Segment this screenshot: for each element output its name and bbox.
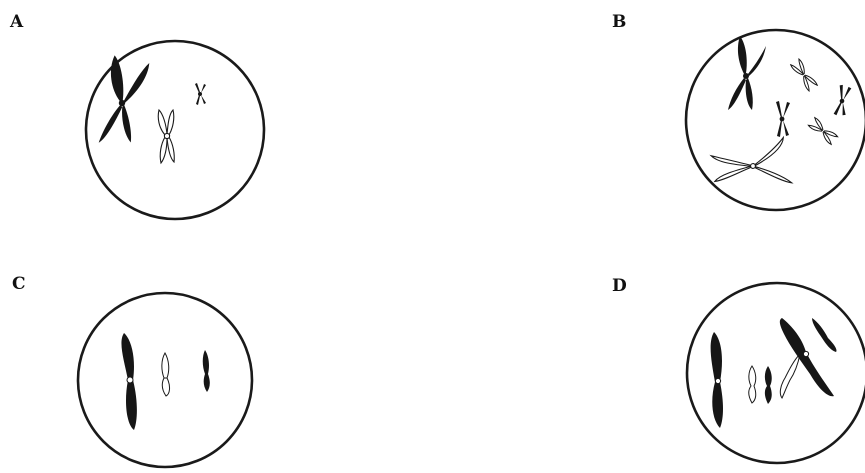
cell-d-light-diagonal-chromosome [779,352,801,399]
cell-b [684,28,865,212]
cell-a-membrane [84,39,266,221]
cell-d-membrane [685,281,865,465]
cell-d [685,281,865,465]
cell-c-membrane [76,291,254,469]
cell-a-large-dark-chromosome [98,55,150,143]
panel-label-b: B [612,12,627,32]
cell-b-large-light-chromosome [709,135,794,184]
cell-d-long-dark-chromosome [710,332,723,428]
cell-a [84,39,266,221]
cell-b-large-dark-chromosome [728,36,766,110]
panel-label-a: A [10,12,24,32]
cell-a-light-chromosome [157,108,175,165]
cell-b-medium-dark-chromosome [776,101,790,137]
cell-d-small-dark-top-chromosome [812,318,837,352]
cell-d-small-light-chromosome [748,365,757,404]
cell-c-small-dark-chromosome [202,350,210,392]
cell-b-membrane [684,28,865,212]
cell-a-small-dark-chromosome [195,83,206,105]
panel-label-d: D [612,276,627,296]
panel-label-c: C [12,274,26,294]
cell-b-small-light-chromosome-right [807,116,839,146]
cell-c [76,291,254,469]
cell-c-light-chromosome [161,351,170,397]
cell-b-right-dark-chromosome [833,84,852,116]
cell-d-large-dark-diagonal-chromosome [779,318,834,397]
cell-c-long-dark-chromosome [121,333,137,430]
cell-d-small-dark-chromosome [764,366,772,404]
cell-b-small-light-chromosome-top [789,57,819,93]
